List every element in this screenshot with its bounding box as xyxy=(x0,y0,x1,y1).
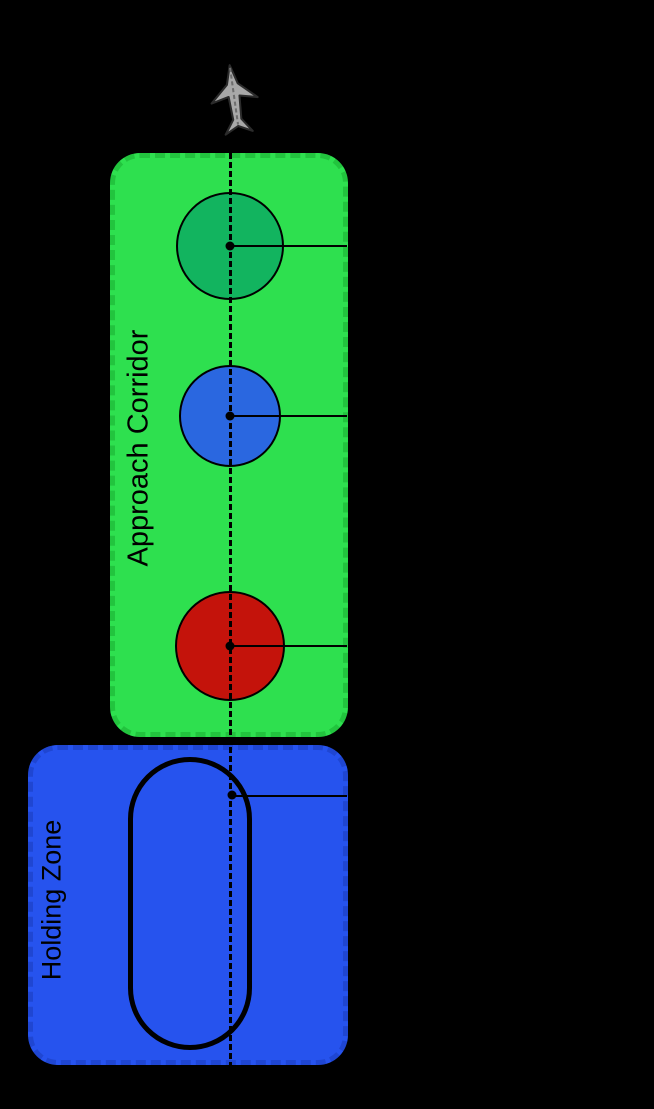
blue-waypoint-center-dot xyxy=(225,411,235,421)
green-waypoint-center-dot xyxy=(225,241,235,251)
approach-corridor-label: Approach Corridor xyxy=(122,329,155,567)
plane-icon xyxy=(202,59,269,148)
holding-zone-label: Holding Zone xyxy=(36,819,67,981)
red-waypoint-leader-line xyxy=(230,645,347,647)
green-waypoint-leader-line xyxy=(230,245,347,247)
holding-fix-dot xyxy=(227,790,237,800)
blue-waypoint-leader-line xyxy=(230,415,347,417)
approach-path-dashed-line xyxy=(229,135,232,1095)
holding-fix-leader-line xyxy=(232,795,347,797)
red-waypoint-center-dot xyxy=(225,641,235,651)
holding-pattern-racetrack xyxy=(128,757,252,1050)
